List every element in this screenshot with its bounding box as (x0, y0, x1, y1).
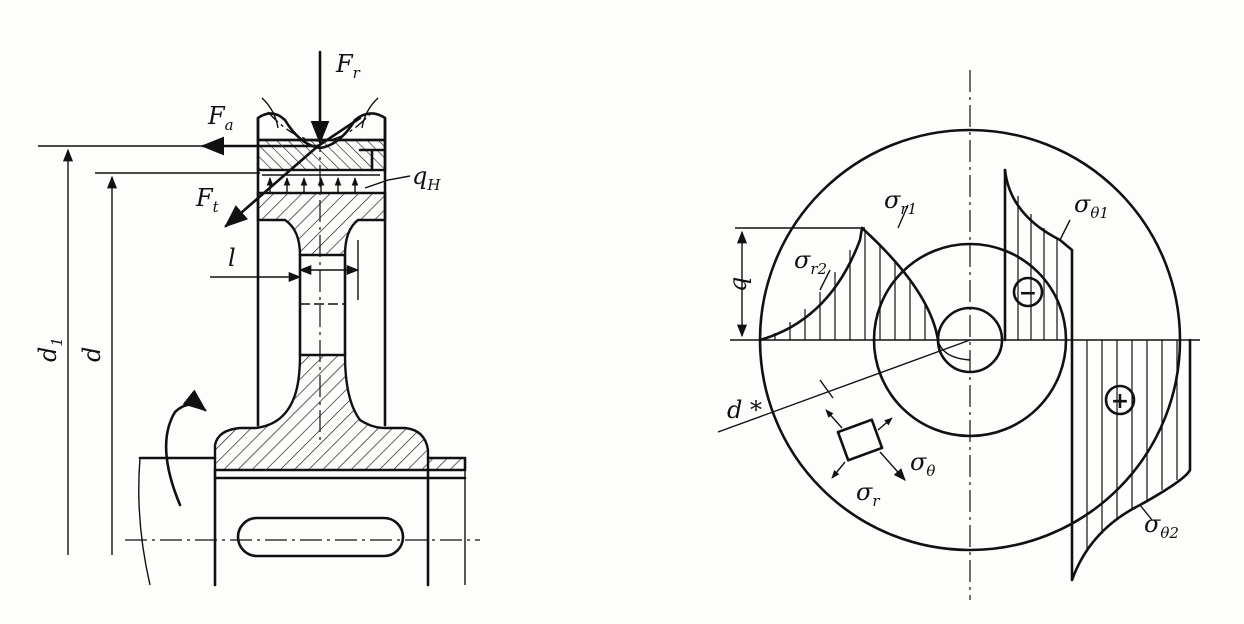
label-d: d (78, 347, 106, 362)
plus-sign: + (1111, 389, 1129, 414)
crown-step (358, 148, 387, 172)
contact-pressure-arrows (262, 174, 380, 192)
label-fa: Fa (207, 102, 234, 134)
label-sigma-theta2: σθ2 (1144, 510, 1179, 542)
middle-circle (872, 242, 1068, 438)
sigma-r2-leader (819, 269, 831, 291)
label-fr: Fr (335, 50, 361, 82)
force-ft-arrow (224, 144, 320, 228)
label-qh: qH (412, 162, 441, 194)
hub-section (213, 353, 430, 472)
label-sigma-r: σr (856, 478, 880, 510)
worm-arc-right (361, 97, 379, 129)
stress-element (825, 409, 906, 481)
label-q: q (724, 277, 752, 292)
label-sigma-theta1: σθ1 (1074, 190, 1109, 222)
plus-sign-circle (1104, 384, 1136, 416)
d-star-tick (819, 379, 834, 399)
sigma-r1-tail (937, 339, 971, 361)
sigma-theta2-leader (1139, 504, 1153, 521)
d-star-line (717, 339, 971, 433)
sigma-r2-curve (758, 226, 864, 342)
minus-sign: − (1019, 281, 1037, 306)
sigma-theta1-leader (1059, 219, 1071, 241)
sigma-theta2-hatching (1086, 340, 1178, 550)
label-ft: Ft (195, 184, 220, 216)
worm-wheel-section: Fr Fa Ft qH l d1 d (34, 50, 480, 587)
sigma-r1-curve (860, 226, 940, 342)
sigma-r-hatching (774, 232, 926, 340)
torque-arrow (164, 389, 207, 507)
sigma-r1-leader (897, 204, 909, 229)
label-sigma-theta: σθ (910, 448, 935, 480)
label-d1: d1 (34, 337, 66, 362)
shaft-break-left (138, 457, 151, 586)
label-l: l (228, 244, 236, 272)
stress-diagram: − + q σr1 σr2 σθ1 σθ2 σθ σr d * (717, 70, 1200, 600)
label-sigma-r1: σr1 (884, 186, 917, 218)
qh-leader (364, 175, 411, 189)
force-ft-extension (316, 116, 362, 148)
web-edges (298, 253, 347, 357)
label-d-star: d * (727, 396, 762, 424)
label-sigma-r2: σr2 (794, 246, 827, 278)
key-slot (236, 516, 405, 558)
wheel-rim-body (256, 191, 387, 257)
worm-arc-left (261, 97, 279, 129)
hub-bore-edges (213, 468, 430, 587)
shaft-end-hatch (427, 457, 466, 471)
sigma-theta1-hatching (1017, 196, 1058, 340)
minus-sign-circle (1012, 276, 1044, 308)
sigma-theta2-curve (1070, 338, 1192, 582)
